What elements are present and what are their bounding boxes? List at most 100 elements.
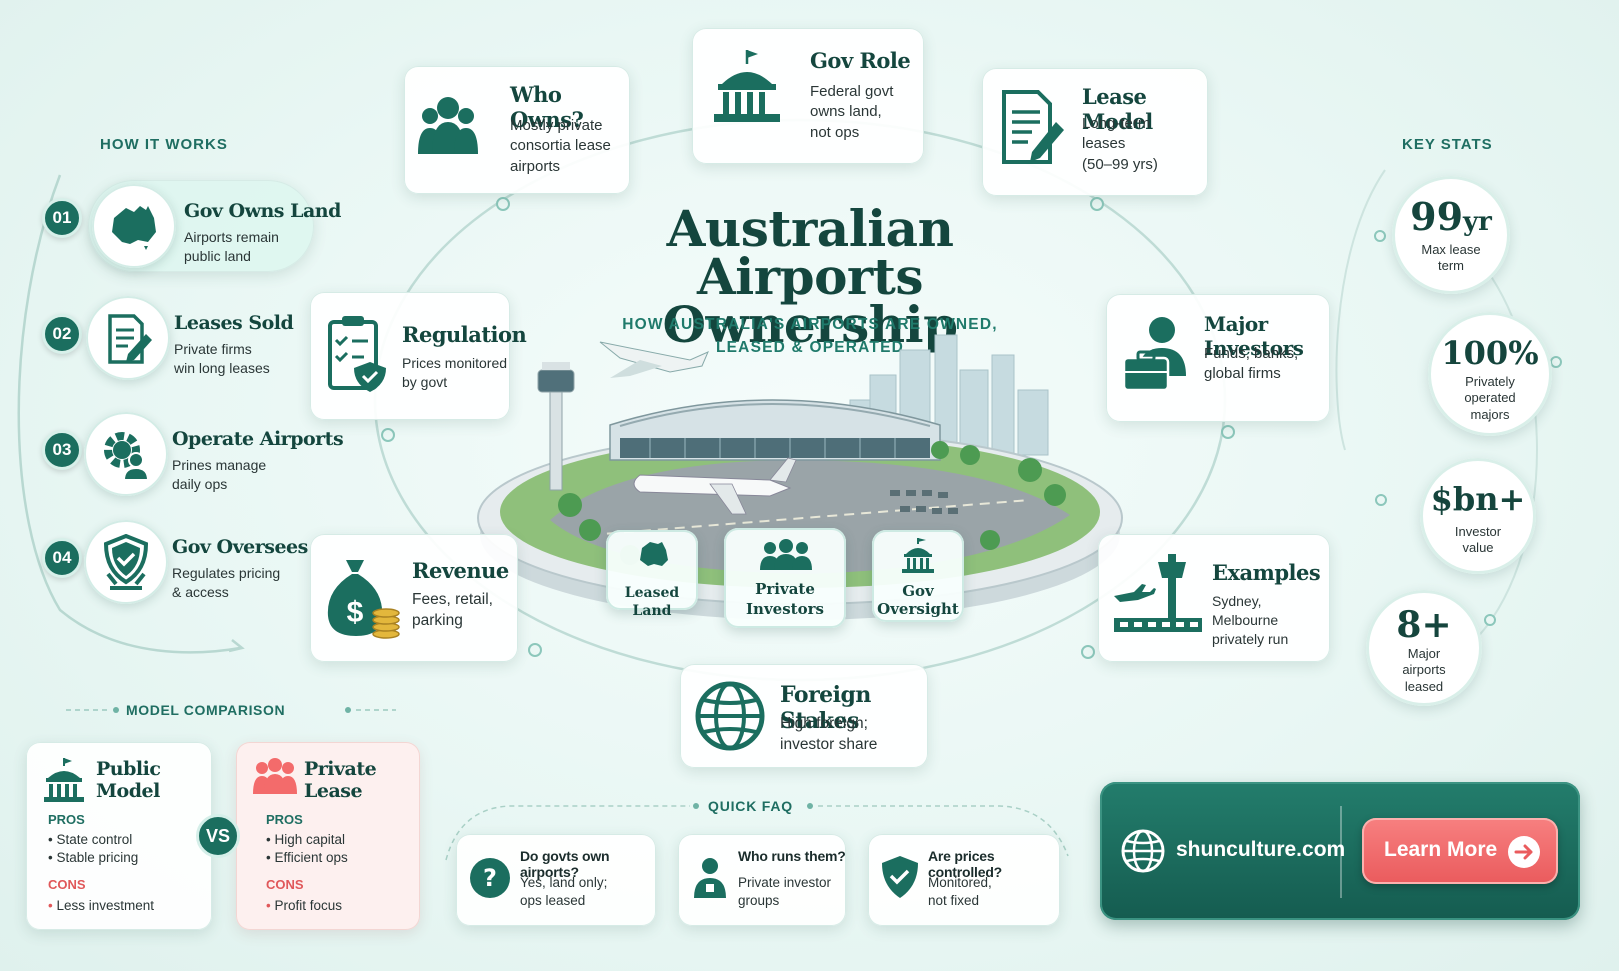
badge-private-investors-line2: Investors	[746, 600, 824, 618]
page-subtitle-line1: HOW AUSTRALIA'S AIRPORTS ARE OWNED,	[622, 316, 998, 333]
learn-more-label: Learn More	[1384, 838, 1498, 861]
step-03-title: Operate Airports	[172, 428, 344, 450]
public-cons-list: • Less investment	[48, 898, 155, 913]
money-bag-icon: $	[327, 560, 400, 639]
card-foreign-stakes-desc: High foreign;investor share	[780, 715, 878, 753]
card-gov-role-title: Gov Role	[810, 48, 911, 73]
badge-leased-land: Leased Land	[606, 530, 698, 619]
australia-map-icon	[112, 206, 156, 250]
private-cons-label: CONS	[266, 877, 304, 892]
cta-divider	[1340, 806, 1342, 898]
comparison-private-lease: Private Lease PROS • High capital • Effi…	[236, 742, 420, 930]
step-02-title: Leases Sold	[174, 312, 294, 334]
shield-check-icon	[103, 534, 149, 590]
card-foreign-stakes: Foreign Stakes High foreign;investor sha…	[680, 664, 928, 768]
government-building-icon	[44, 758, 84, 802]
faq-3-question: Are prices controlled?	[928, 848, 1003, 880]
page-title-line1: Australian Airports	[666, 199, 954, 306]
step-02-icon-circle	[86, 296, 170, 380]
private-pros-label: PROS	[266, 812, 303, 827]
badge-gov-oversight-line2: Oversight	[877, 600, 959, 618]
card-major-investors: Major Investors Funds, banks,global firm…	[1106, 294, 1330, 422]
step-01-icon-circle	[92, 184, 176, 268]
vs-badge: VS	[196, 814, 240, 858]
checklist-shield-icon	[328, 316, 386, 392]
card-who-owns-title: Who Owns?	[510, 82, 584, 132]
card-lease-model-title: Lease Model	[1082, 84, 1153, 134]
cta-banner: shunculture.com Learn More	[1100, 782, 1580, 920]
svg-text:?: ?	[483, 864, 497, 892]
arrow-right-icon	[1508, 836, 1540, 868]
lease-document-icon	[1002, 90, 1064, 164]
public-pros-label: PROS	[48, 812, 85, 827]
person-badge-icon	[694, 858, 726, 898]
page-title: Australian Airports Ownership	[560, 199, 1060, 350]
badge-leased-land-label: Leased Land	[624, 585, 680, 619]
stat-airports-leased-value: 8+	[1396, 604, 1452, 646]
lease-document-icon	[108, 314, 152, 364]
faq-item-1: ? Do govts own airports? Yes, land only;…	[456, 834, 656, 926]
step-03-number: 03	[42, 430, 82, 470]
people-group-icon	[253, 758, 297, 794]
step-01-title: Gov Owns Land	[184, 200, 341, 222]
government-building-icon	[902, 538, 934, 573]
card-revenue-title: Revenue	[412, 558, 509, 583]
comparison-public-model: Public Model PROS • State control • Stab…	[26, 742, 212, 930]
card-major-investors-title: Major Investors	[1204, 312, 1304, 360]
australia-map-icon	[640, 542, 668, 566]
step-04-icon-circle	[84, 520, 168, 604]
private-cons-list: • Profit focus	[266, 898, 343, 913]
step-04-desc: Regulates pricing& access	[172, 565, 281, 600]
control-tower-icon	[537, 362, 575, 491]
stat-privately-operated-value: 100%	[1441, 334, 1539, 372]
learn-more-button[interactable]: Learn More	[1362, 818, 1558, 884]
card-revenue: $ Revenue Fees, retail,parking	[310, 534, 518, 662]
section-key-stats-heading: KEY STATS	[1402, 136, 1493, 153]
card-major-investors-desc: Funds, banks,global firms	[1204, 345, 1299, 383]
card-examples-title: Examples	[1212, 560, 1321, 585]
badge-private-investors-line1: Private	[755, 580, 815, 598]
faq-1-answer: Yes, land only;ops leased	[520, 875, 608, 909]
question-icon: ?	[470, 858, 510, 898]
private-pros-list: • High capital • Efficient ops	[266, 832, 348, 865]
faq-3-answer: Monitored,not fixed	[928, 875, 992, 909]
people-group-icon	[760, 539, 812, 570]
badge-gov-oversight-line1: Gov	[902, 582, 934, 600]
parked-plane-icon	[633, 457, 797, 515]
faq-1-question: Do govts own airports?	[520, 848, 610, 880]
gear-operator-icon	[104, 432, 150, 481]
page-subtitle-line2: LEASED & OPERATED	[715, 339, 905, 356]
step-04-title: Gov Oversees	[172, 536, 308, 558]
svg-text:$: $	[347, 596, 364, 629]
badge-private-investors: Private Investors	[724, 528, 846, 628]
card-revenue-desc: Fees, retail,parking	[412, 591, 493, 629]
cta-site-link[interactable]: shunculture.com	[1176, 838, 1346, 861]
investor-briefcase-icon	[1122, 317, 1186, 392]
step-04-number: 04	[42, 538, 82, 578]
globe-icon	[1121, 829, 1165, 873]
badge-gov-oversight: Gov Oversight	[872, 530, 964, 622]
government-building-icon	[714, 50, 780, 122]
stat-max-lease-value: 99yr	[1410, 194, 1492, 239]
page-subtitle: HOW AUSTRALIA'S AIRPORTS ARE OWNED, LEAS…	[600, 313, 1020, 359]
public-pros-list: • State control • Stable pricing	[48, 832, 139, 865]
